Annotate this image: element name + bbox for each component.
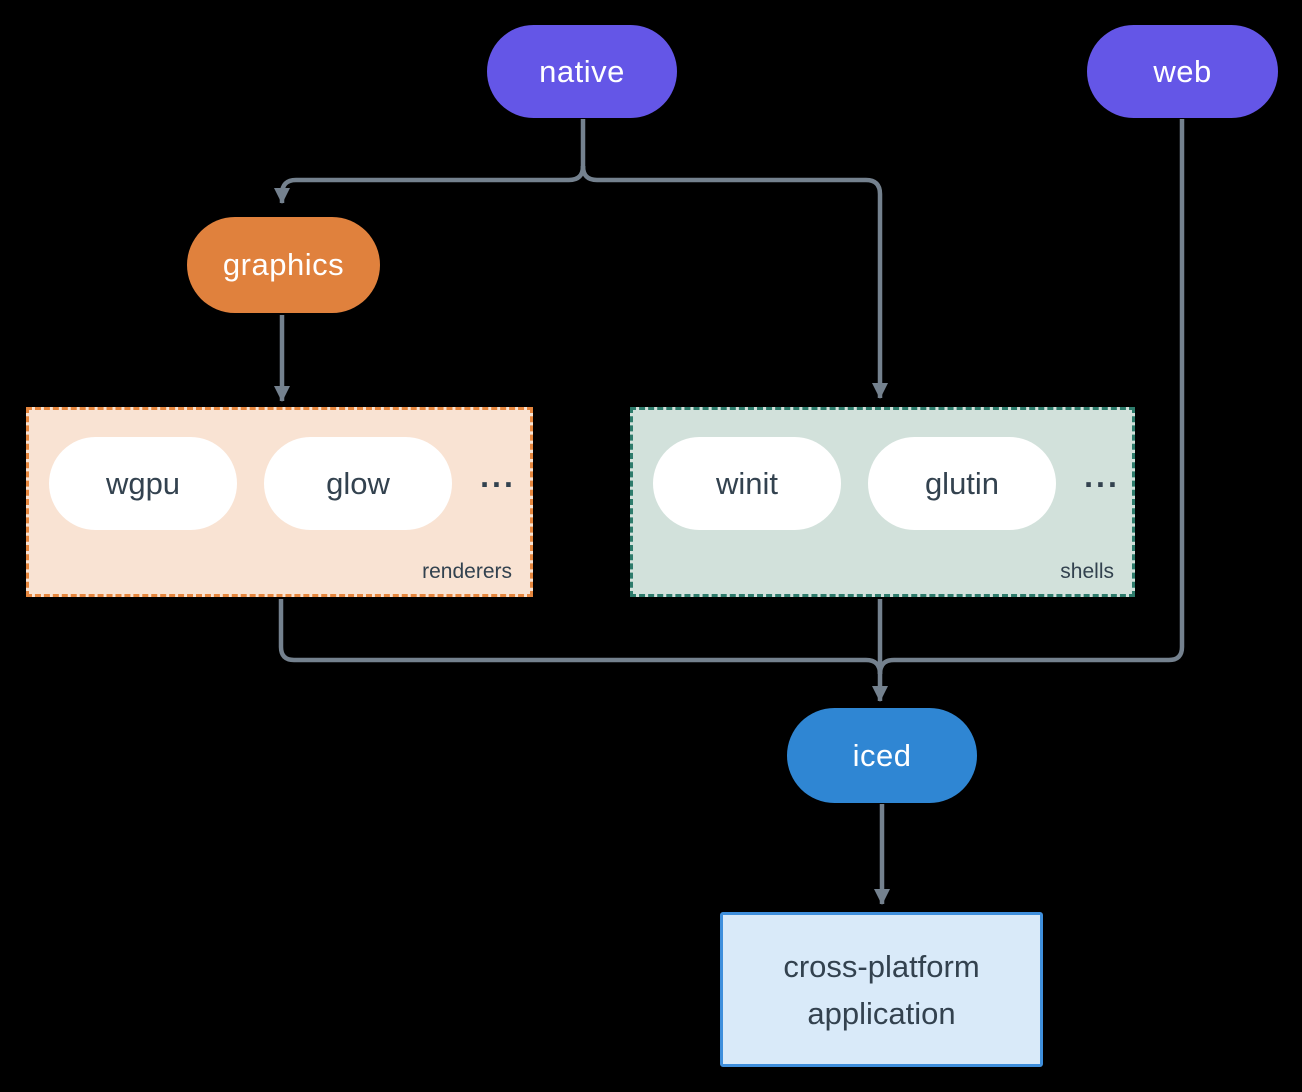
pill-winit-label: winit [715, 465, 778, 501]
pill-glutin-label: glutin [924, 465, 1000, 501]
renderers-group-label: renderers [422, 560, 512, 583]
pill-glow: glow [264, 437, 452, 530]
pill-glow-label: glow [326, 465, 390, 501]
node-cross-platform-application: cross-platform application [720, 912, 1043, 1067]
application-label-line1: cross-platform [783, 948, 980, 984]
application-label-line2: application [807, 995, 956, 1031]
node-web: web [1087, 25, 1278, 118]
shells-ellipsis: ... [1084, 458, 1120, 494]
group-renderers: wgpu glow ... renderers [26, 407, 533, 597]
node-native: native [487, 25, 677, 118]
node-web-label: web [1153, 53, 1212, 89]
pill-wgpu: wgpu [49, 437, 237, 530]
pill-glutin: glutin [868, 437, 1056, 530]
pill-wgpu-label: wgpu [105, 465, 181, 501]
group-shells: winit glutin ... shells [630, 407, 1135, 597]
node-graphics-label: graphics [222, 247, 345, 282]
renderers-ellipsis: ... [480, 458, 516, 494]
node-iced: iced [787, 708, 977, 803]
node-graphics: graphics [187, 217, 380, 313]
connector-native-to-shells [580, 165, 888, 399]
shells-group-label: shells [1060, 560, 1114, 583]
node-iced-label: iced [852, 737, 912, 773]
connector-native-to-graphics [274, 165, 586, 204]
connector-renderers-to-merge [278, 599, 883, 675]
pill-winit: winit [653, 437, 841, 530]
node-native-label: native [539, 53, 625, 89]
